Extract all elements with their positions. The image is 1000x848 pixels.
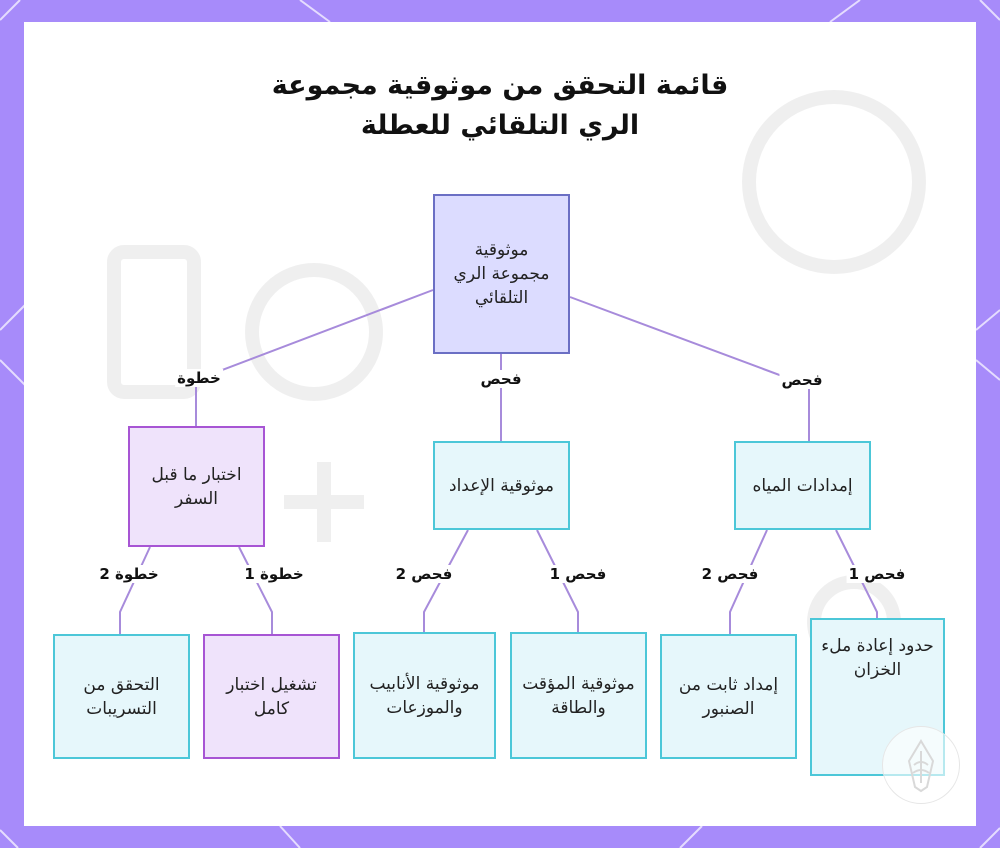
edge-setup-tubing [423, 529, 469, 632]
diagram-card: قائمة التحقق من موثوقية مجموعة الري التل… [24, 22, 976, 826]
edge-label-root-water: فحص [779, 371, 825, 389]
node-tubing-label: موثوقية الأنابيب والموزعات [369, 673, 480, 718]
node-full-test-label: تشغيل اختبار كامل [226, 674, 317, 719]
node-timer-power-label: موثوقية المؤقت والطاقة [522, 673, 635, 718]
node-check-leaks: التحقق من التسريبات [53, 634, 190, 759]
node-full-test: تشغيل اختبار كامل [203, 634, 340, 759]
edge-label-root-setup: فحص [478, 370, 524, 388]
node-pre-trip-test: اختبار ما قبل السفر [128, 426, 265, 547]
edge-label-water-refill: فحص 1 [846, 565, 908, 583]
title-line-2: الري التلقائي للعطلة [360, 110, 640, 141]
edge-label-water-faucet: فحص 2 [699, 565, 761, 583]
title-line-1: قائمة التحقق من موثوقية مجموعة [271, 70, 729, 101]
tree-diagram: موثوقية مجموعة الري التلقائي اختبار ما ق… [24, 22, 976, 826]
node-setup-label: موثوقية الإعداد [449, 475, 554, 496]
node-faucet-supply: إمداد ثابت من الصنبور [660, 634, 797, 759]
node-timer-power: موثوقية المؤقت والطاقة [510, 632, 647, 759]
edge-root-pre-trip [195, 289, 434, 426]
node-root-label: موثوقية مجموعة الري التلقائي [453, 240, 550, 308]
edge-label-pretrip-test: خطوة 1 [242, 565, 306, 583]
edge-label-setup-timer: فحص 1 [547, 565, 609, 583]
node-faucet-label: إمداد ثابت من الصنبور [678, 674, 779, 719]
node-tubing-reliability: موثوقية الأنابيب والموزعات [353, 632, 496, 759]
node-refill-label: حدود إعادة ملء الخزان [821, 636, 934, 680]
edge-label-setup-tubing: فحص 2 [393, 565, 455, 583]
diagram-title: قائمة التحقق من موثوقية مجموعة الري التل… [24, 66, 976, 146]
edge-setup-timer [536, 529, 579, 632]
node-check-leaks-label: التحقق من التسريبات [83, 674, 160, 719]
node-water-label: إمدادات المياه [752, 475, 853, 496]
edge-pretrip-test [238, 546, 273, 634]
edge-root-water [569, 296, 810, 441]
edge-water-refill [835, 529, 878, 618]
edge-water-faucet [729, 529, 768, 634]
edge-pretrip-leaks [119, 546, 151, 634]
node-water-supply: إمدادات المياه [734, 441, 871, 530]
node-root: موثوقية مجموعة الري التلقائي [433, 194, 570, 354]
edge-label-root-pre-trip: خطوة [175, 369, 223, 387]
node-setup-reliability: موثوقية الإعداد [433, 441, 570, 530]
watermark-logo-icon [882, 726, 960, 804]
node-pre-trip-label: اختبار ما قبل السفر [151, 464, 242, 509]
edge-label-pretrip-leaks: خطوة 2 [97, 565, 161, 583]
